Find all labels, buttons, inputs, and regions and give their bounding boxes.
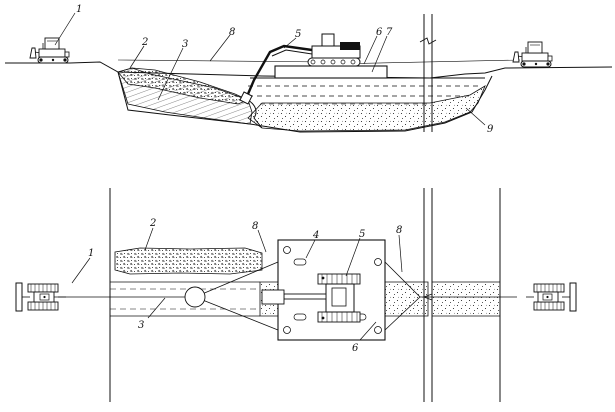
callout-plan-1: 1 <box>88 248 94 259</box>
sediment-layer <box>247 85 486 132</box>
bulldozer-right <box>512 41 553 68</box>
callout-side-1: 1 <box>76 4 82 15</box>
callout-plan-3: 3 <box>138 320 144 331</box>
cable-pulley <box>184 286 206 308</box>
callout-plan-2: 2 <box>149 218 156 229</box>
callout-plan-8-left: 8 <box>252 221 258 232</box>
cable-triangle-left <box>194 261 279 331</box>
callout-plan-8-right: 8 <box>396 225 402 236</box>
callout-side-3: 3 <box>182 39 188 50</box>
excavator-plan <box>261 273 361 323</box>
spoil-deposit-plan <box>114 247 263 275</box>
callout-side-8: 8 <box>229 27 235 38</box>
excavator-on-pontoon <box>239 33 361 105</box>
callout-plan-6: 6 <box>352 343 359 354</box>
pontoon-barge <box>274 65 388 79</box>
callout-plan-5: 5 <box>359 229 365 240</box>
callout-side-5: 5 <box>295 29 301 40</box>
bulldozer-left <box>29 37 70 64</box>
bulldozer-plan-left <box>15 282 67 312</box>
side-view-section: 1 2 3 8 5 6 7 9 <box>5 4 613 135</box>
callout-side-6: 6 <box>376 27 383 38</box>
bulldozer-plan-right <box>525 282 577 312</box>
dredged-pit-bottom <box>117 71 493 133</box>
callout-side-9: 9 <box>487 124 494 135</box>
callout-plan-4: 4 <box>312 230 319 241</box>
plan-view-section: 1 2 3 8 4 5 8 6 <box>15 188 577 402</box>
callout-side-7: 7 <box>386 27 393 38</box>
callout-side-2: 2 <box>141 37 148 48</box>
